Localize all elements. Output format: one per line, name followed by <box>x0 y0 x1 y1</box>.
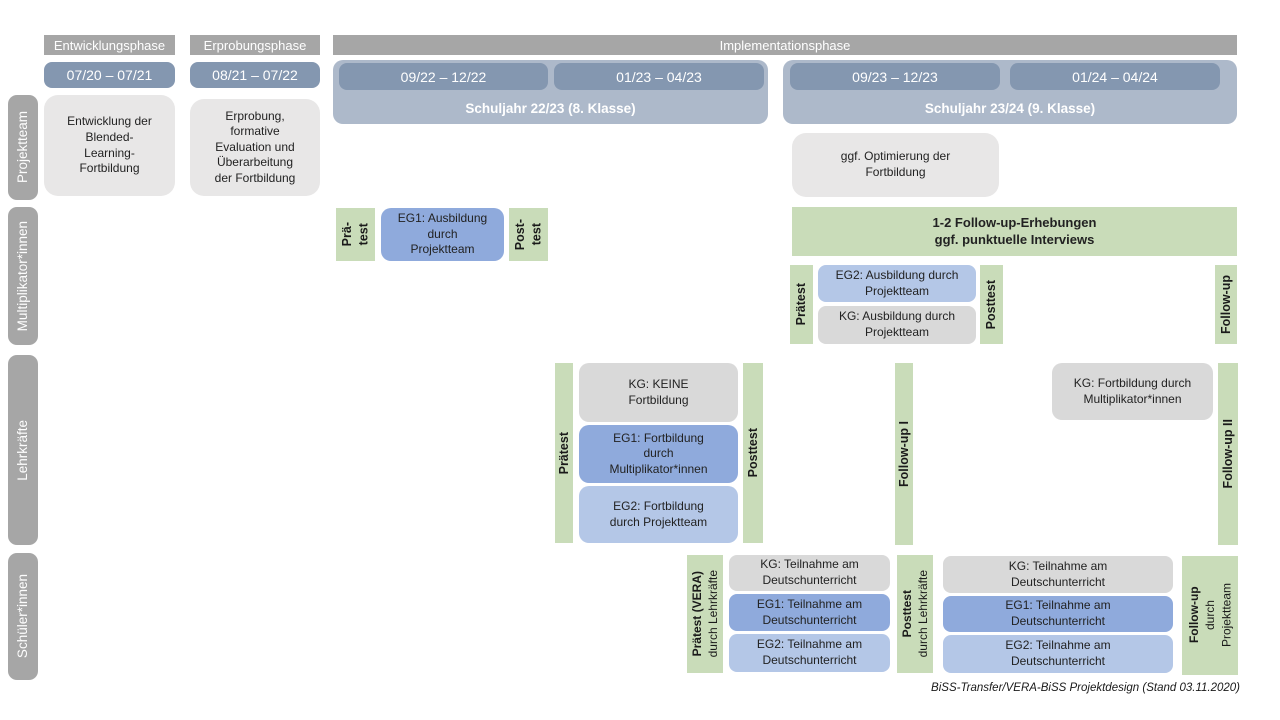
posttest-lehrkraefte: Posttest <box>743 363 763 543</box>
followup-2-lehrkraefte: Follow-up II <box>1218 363 1238 545</box>
date-bar-0922-1222: 09/22 – 12/22 <box>339 63 548 90</box>
praetest-multiplikatoren-2-text: Prätest <box>794 283 809 326</box>
box-erprobung-evaluation: Erprobung, formative Evaluation und Über… <box>190 99 320 196</box>
praetest-lehrkraefte: Prätest <box>555 363 573 543</box>
box-eg2-fortbildung-projektteam: EG2: Fortbildung durch Projektteam <box>579 486 738 543</box>
followup-multiplikatoren: Follow-up <box>1215 265 1237 344</box>
row-label-schueler-text: Schüler*innen <box>15 574 31 659</box>
schuljahr-22-23-label: Schuljahr 22/23 (8. Klasse) <box>465 100 636 116</box>
banner-followup-erhebungen: 1-2 Follow-up-Erhebungen ggf. punktuelle… <box>792 207 1237 256</box>
posttest-multiplikatoren-2-text: Posttest <box>984 279 999 330</box>
posttest-multiplikatoren-1-text: Post- test <box>513 218 544 251</box>
date-bar-0821-0722: 08/21 – 07/22 <box>190 62 320 88</box>
posttest-schueler-sub: durch Lehrkräfte <box>916 570 930 658</box>
phase-bar-erprobungsphase: Erprobungsphase <box>190 35 320 55</box>
box-kg-ausbildung-projektteam: KG: Ausbildung durch Projektteam <box>818 306 976 344</box>
box-entwicklung-fortbildung: Entwicklung der Blended- Learning- Fortb… <box>44 95 175 196</box>
box-eg1-ausbildung-projektteam: EG1: Ausbildung durch Projektteam <box>381 208 504 261</box>
followup-schueler-sub2: Projektteam <box>1219 583 1234 648</box>
row-label-schueler: Schüler*innen <box>8 553 38 680</box>
followup-schueler-sub1: durch <box>1202 600 1217 631</box>
followup-multiplikatoren-text: Follow-up <box>1218 274 1233 334</box>
date-bar-0720-0721: 07/20 – 07/21 <box>44 62 175 88</box>
praetest-multiplikatoren-2: Prätest <box>790 265 813 344</box>
followup-1-lehrkraefte-text: Follow-up I <box>896 421 911 487</box>
praetest-multiplikatoren-1-text: Prä- test <box>340 222 371 247</box>
row-label-multiplikatoren: Multiplikator*innen <box>8 207 38 345</box>
row-label-lehrkraefte-text: Lehrkräfte <box>15 419 31 481</box>
box-kg-fortbildung-multiplikatoren: KG: Fortbildung durch Multiplikator*inne… <box>1052 363 1213 420</box>
box-eg1-fortbildung-multiplikatoren: EG1: Fortbildung durch Multiplikator*inn… <box>579 425 738 483</box>
praetest-multiplikatoren-1: Prä- test <box>336 208 375 261</box>
box-kg-keine-fortbildung: KG: KEINE Fortbildung <box>579 363 738 422</box>
posttest-lehrkraefte-text: Posttest <box>745 428 760 478</box>
box-eg2-ausbildung-projektteam: EG2: Ausbildung durch Projektteam <box>818 265 976 302</box>
posttest-multiplikatoren-1: Post- test <box>509 208 548 261</box>
row-label-multiplikatoren-text: Multiplikator*innen <box>15 220 31 332</box>
followup-1-lehrkraefte: Follow-up I <box>895 363 913 545</box>
footer-caption: BiSS-Transfer/VERA-BiSS Projektdesign (S… <box>931 682 1240 694</box>
schuljahr-23-24-label: Schuljahr 23/24 (9. Klasse) <box>924 100 1096 116</box>
phase-bar-entwicklungsphase: Entwicklungsphase <box>44 35 175 55</box>
posttest-multiplikatoren-2: Posttest <box>980 265 1003 344</box>
posttest-schueler: Posttest durch Lehrkräfte <box>897 555 933 673</box>
box-eg2-teilnahme-2: EG2: Teilnahme am Deutschunterricht <box>943 635 1173 673</box>
date-bar-0123-0423: 01/23 – 04/23 <box>554 63 764 90</box>
followup-2-lehrkraefte-text: Follow-up II <box>1220 419 1235 489</box>
phase-bar-implementationsphase: Implementationsphase <box>333 35 1237 55</box>
row-label-projektteam: Projektteam <box>8 95 38 200</box>
box-kg-teilnahme-2: KG: Teilnahme am Deutschunterricht <box>943 556 1173 593</box>
posttest-schueler-main: Posttest <box>899 590 914 638</box>
date-bar-0124-0424: 01/24 – 04/24 <box>1010 63 1220 90</box>
box-eg2-teilnahme-1: EG2: Teilnahme am Deutschunterricht <box>729 634 890 672</box>
row-label-lehrkraefte: Lehrkräfte <box>8 355 38 545</box>
praetest-lehrkraefte-text: Prätest <box>556 431 571 475</box>
praetest-vera-schueler: Prätest (VERA) durch Lehrkräfte <box>687 555 723 673</box>
praetest-vera-sub: durch Lehrkräfte <box>706 570 720 658</box>
box-eg1-teilnahme-2: EG1: Teilnahme am Deutschunterricht <box>943 596 1173 632</box>
row-label-projektteam-text: Projektteam <box>15 111 31 184</box>
box-kg-teilnahme-1: KG: Teilnahme am Deutschunterricht <box>729 555 890 591</box>
followup-schueler-main: Follow-up <box>1186 587 1201 644</box>
box-optimierung-fortbildung: ggf. Optimierung der Fortbildung <box>792 133 999 197</box>
followup-schueler: Follow-up durch Projektteam <box>1182 556 1238 675</box>
date-bar-0923-1223: 09/23 – 12/23 <box>790 63 1000 90</box>
box-eg1-teilnahme-1: EG1: Teilnahme am Deutschunterricht <box>729 594 890 631</box>
praetest-vera-main: Prätest (VERA) <box>689 571 704 657</box>
